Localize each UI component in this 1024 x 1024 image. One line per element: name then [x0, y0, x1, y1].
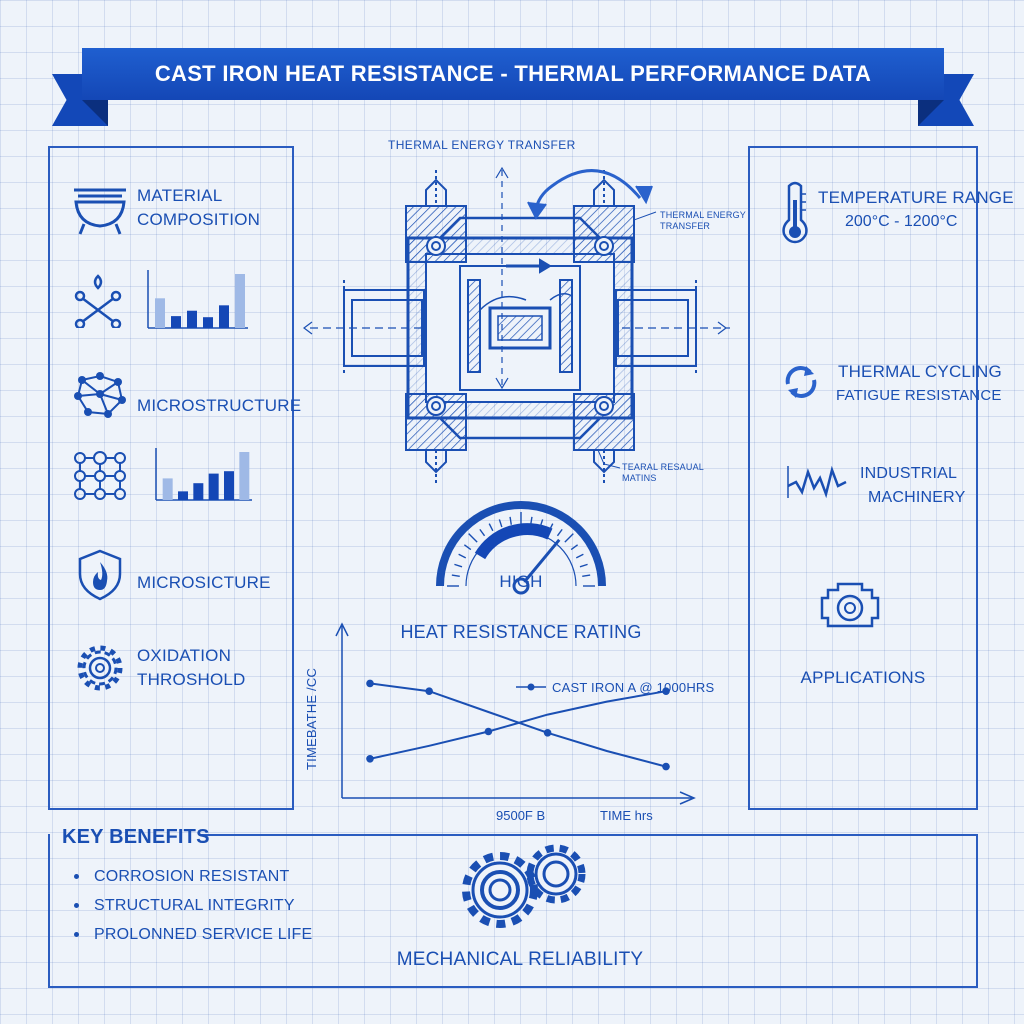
gauge-tick — [579, 563, 588, 568]
chart-y-axis-label: TIMEBATHE /CC — [304, 667, 319, 770]
benefits-list: CORROSION RESISTANT STRUCTURAL INTEGRITY… — [54, 862, 312, 949]
cycle-arrows-icon — [785, 366, 817, 398]
gauge-tick — [468, 533, 478, 543]
series-point — [366, 755, 374, 763]
list-item: STRUCTURAL INTEGRITY — [74, 891, 312, 920]
gauge-tick — [530, 516, 533, 525]
microsicture-label: MICROSICTURE — [137, 573, 271, 592]
key-benefits-divider — [200, 834, 976, 836]
cooking-pot-icon — [74, 188, 126, 235]
bar — [162, 478, 173, 500]
material-composition-label: MATERIAL COMPOSITION — [137, 186, 261, 229]
gauge-tick — [548, 523, 554, 532]
waveform-icon — [787, 465, 847, 499]
temperature-range-value: 200°C - 1200°C — [845, 213, 958, 230]
series-point — [662, 687, 670, 695]
gauge-tick — [458, 553, 467, 559]
page-title: CAST IRON HEAT RESISTANCE - THERMAL PERF… — [154, 61, 872, 86]
molecule-network-icon — [74, 372, 126, 418]
chart-x-axis-label: TIME hrs — [600, 808, 653, 823]
gauge-tick — [451, 574, 460, 577]
gauge-tick — [488, 523, 494, 532]
gauge-tick — [509, 516, 512, 525]
chart-x-tick-label: 9500F B — [496, 808, 546, 823]
gauge-tick — [539, 519, 544, 528]
series-point — [484, 727, 493, 736]
gears-icon — [462, 844, 586, 928]
bone-fire-icon — [74, 274, 122, 328]
industrial-label: INDUSTRIAL — [860, 465, 958, 482]
bar — [193, 483, 204, 500]
tearal-resaual-label: TEARAL RESAUAL MATINS — [622, 462, 704, 483]
bar — [224, 471, 234, 500]
microstructure-bar-chart — [155, 448, 252, 501]
gauge-needle — [519, 538, 561, 587]
heat-resistance-rating-caption: HEAT RESISTANCE RATING — [400, 622, 642, 642]
applications-label: APPLICATIONS — [800, 668, 926, 687]
chart-legend-label: CAST IRON A @ 1000hrs — [552, 680, 715, 695]
thermal-energy-transfer-label: THERMAL ENERGY TRANSFER — [388, 138, 576, 152]
bar — [235, 274, 245, 328]
bar — [208, 473, 219, 500]
bullet-icon — [74, 932, 79, 937]
cast-iron-assembly-diagram — [303, 166, 730, 484]
bar — [239, 452, 250, 500]
bar — [203, 317, 213, 328]
list-item: CORROSION RESISTANT — [74, 862, 312, 891]
bar — [219, 305, 229, 328]
bar — [187, 310, 197, 328]
gauge-tick — [564, 533, 574, 543]
right-panel — [748, 146, 978, 810]
gauge-tick — [454, 563, 463, 568]
bullet-icon — [74, 903, 79, 908]
list-item: PROLONNED SERVICE LIFE — [74, 920, 312, 949]
gauge-tick — [479, 528, 486, 537]
thermal-energy-side-label: THERMAL ENERGY TRANSFER — [660, 210, 746, 231]
gauge-tick — [582, 574, 591, 577]
left-panel — [48, 146, 294, 810]
gauge-tick — [498, 519, 503, 528]
flame-shield-icon — [78, 549, 122, 601]
bar — [155, 298, 165, 328]
bullet-icon — [74, 874, 79, 879]
title-banner: CAST IRON HEAT RESISTANCE - THERMAL PERF… — [82, 48, 944, 100]
composition-bar-chart — [147, 270, 248, 329]
series-point — [662, 762, 670, 771]
thermal-line-chart — [335, 622, 696, 805]
gauge-level-label: HIGH — [499, 572, 543, 591]
fatigue-resistance-label: FATIGUE RESISTANCE — [836, 387, 1002, 404]
grid-network-icon — [74, 451, 126, 500]
thermometer-icon — [782, 181, 808, 244]
temperature-range-label: TEMPERATURE RANGE — [818, 188, 1014, 207]
series-point — [543, 729, 552, 737]
mechanical-reliability-label: MECHANICAL RELIABILITY — [396, 949, 644, 970]
bar — [171, 316, 181, 328]
key-benefits-panel — [48, 834, 978, 988]
gauge-tick — [556, 528, 563, 537]
oxidation-threshold-label: OXIDATION THROSHOLD — [137, 646, 246, 689]
series-point — [366, 679, 374, 688]
series-line-2 — [369, 690, 667, 760]
bar — [178, 491, 188, 500]
gauge-tick — [575, 553, 584, 559]
machinery-label: MACHINERY — [868, 489, 966, 506]
thermal-cycling-label: THERMAL CYCLING — [838, 362, 1002, 381]
gauge-tick — [570, 544, 579, 551]
key-benefits-title: KEY BENEFITS — [62, 826, 210, 848]
heat-resistance-gauge — [436, 501, 606, 595]
series-point — [425, 687, 433, 695]
engine-icon — [820, 582, 880, 628]
gauge-tick — [463, 544, 472, 551]
gear-icon — [77, 645, 123, 691]
microstructure-label: MICROSTRUCTURE — [137, 396, 302, 415]
